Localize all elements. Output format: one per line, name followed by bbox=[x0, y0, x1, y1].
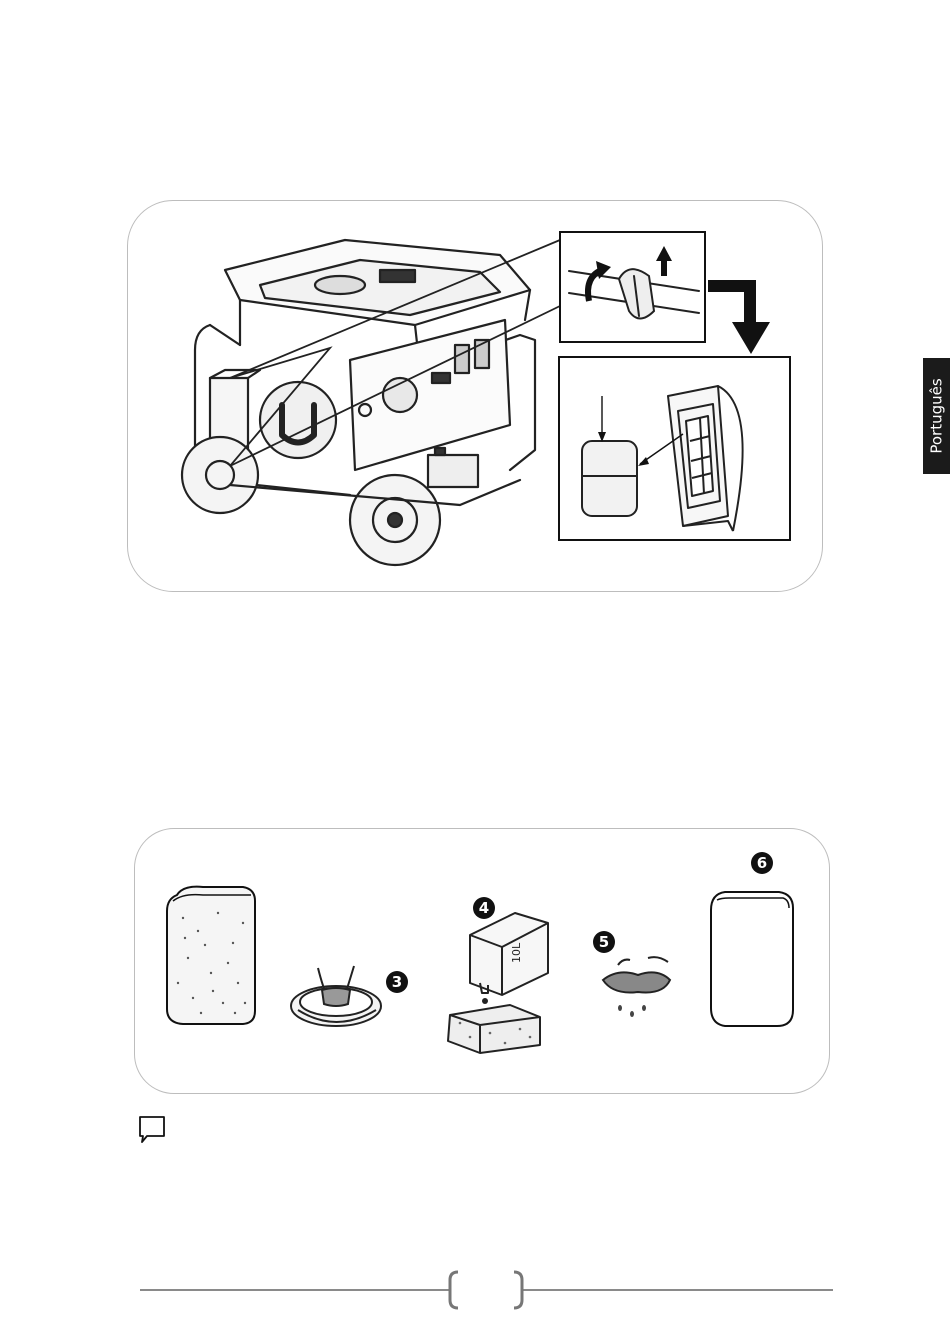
footer-rule-left bbox=[140, 1289, 451, 1291]
foam-filter-icon bbox=[163, 883, 258, 1028]
language-tab[interactable]: Português bbox=[923, 358, 950, 474]
callout-lines bbox=[230, 228, 570, 468]
step-badge-6: 6 bbox=[751, 852, 773, 874]
step-badge-3: 3 bbox=[386, 971, 408, 993]
footer-rule-right bbox=[521, 1289, 833, 1291]
air-filter-housing-icon bbox=[558, 356, 791, 541]
language-tab-label: Português bbox=[928, 378, 946, 453]
oil-can-sponge-icon: 10L bbox=[440, 905, 560, 1055]
washing-basin-icon bbox=[288, 958, 388, 1038]
note-icon bbox=[137, 1114, 167, 1144]
oil-can-label: 10L bbox=[510, 942, 523, 963]
filter-cover-icon bbox=[707, 888, 797, 1030]
clip-release-icon bbox=[559, 231, 706, 343]
squeeze-hands-icon bbox=[598, 950, 678, 1020]
bent-arrow-icon bbox=[706, 276, 776, 356]
page-number-brace bbox=[446, 1270, 526, 1310]
